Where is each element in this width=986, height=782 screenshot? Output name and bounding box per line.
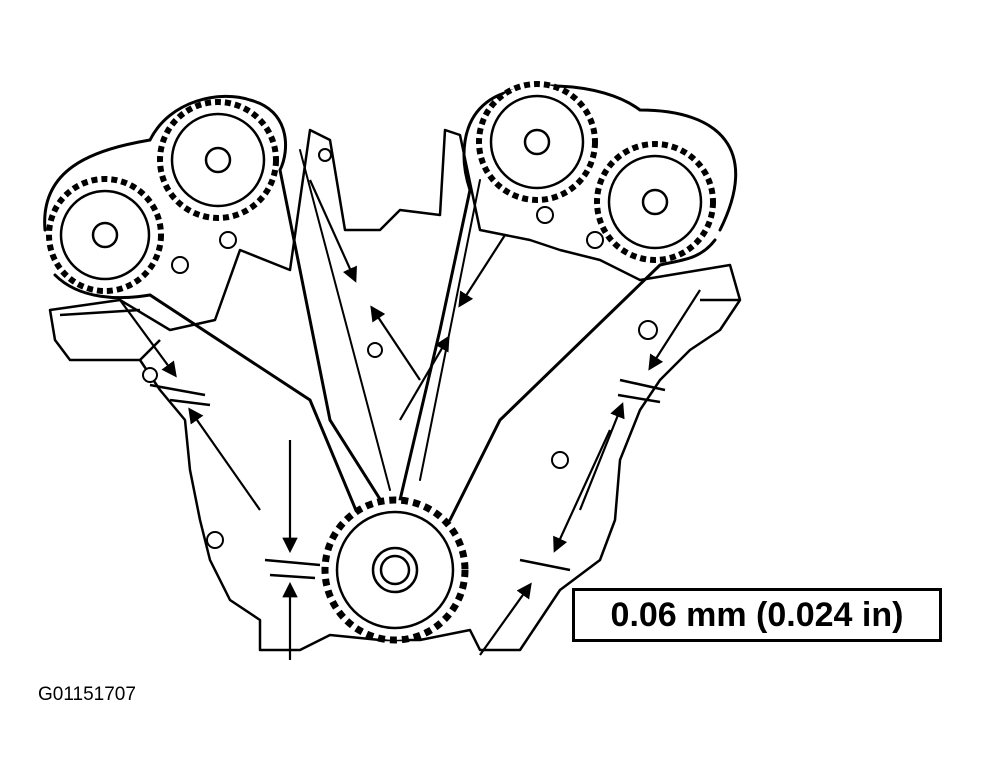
arrow-2 <box>188 407 261 511</box>
crankshaft-sprocket <box>321 496 469 644</box>
arrow-5 <box>308 179 357 283</box>
mounting-bolts <box>142 148 658 549</box>
camshaft-sprocket-right-upper <box>476 81 598 203</box>
figure-id: G01151707 <box>38 684 136 705</box>
arrow-6 <box>370 305 421 381</box>
arrow-12 <box>479 582 532 656</box>
clearance-spec-callout: 0.06 mm (0.024 in) <box>572 588 942 642</box>
arrow-9 <box>648 289 701 371</box>
arrow-10 <box>578 402 625 511</box>
arrow-8 <box>458 234 506 308</box>
measurement-arrows <box>119 179 701 660</box>
camshaft-sprocket-right-lower <box>594 141 716 263</box>
arrow-7 <box>399 335 450 421</box>
arrow-11 <box>553 429 611 553</box>
camshaft-sprocket-left-lower <box>46 176 164 294</box>
tensioner-marks <box>149 378 666 580</box>
timing-chain <box>43 84 738 522</box>
camshaft-sprocket-left-upper <box>157 99 279 221</box>
arrow-1 <box>119 299 177 378</box>
